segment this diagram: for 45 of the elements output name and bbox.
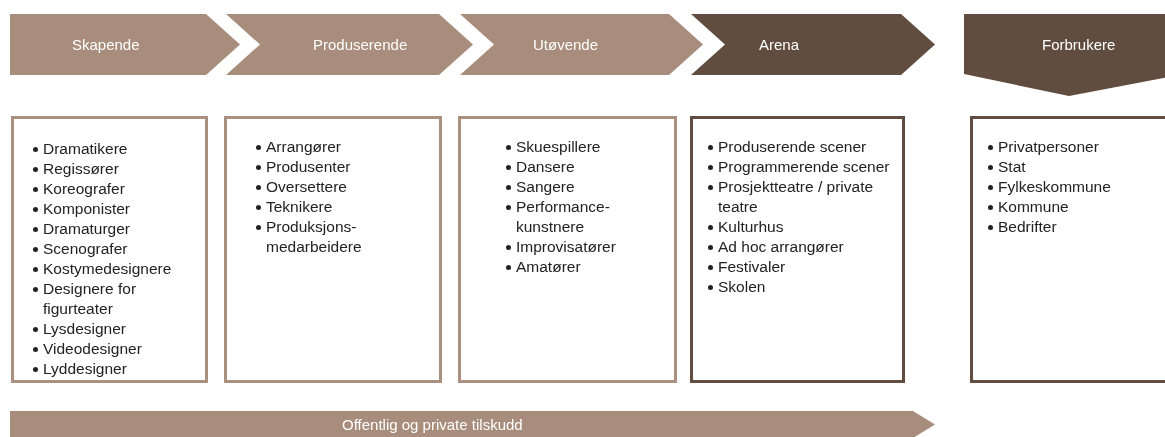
list-item: Koreografer — [43, 180, 125, 197]
list-item: Lyddesigner — [43, 360, 127, 377]
list-item: Festivaler — [718, 258, 786, 275]
list-item: Skuespillere — [516, 138, 601, 155]
list-item: Privatpersoner — [998, 138, 1099, 155]
list-item: Scenografer — [43, 240, 128, 257]
list-box — [11, 116, 208, 383]
list-item: Kulturhus — [718, 218, 784, 235]
list-item: Fylkeskommune — [998, 178, 1111, 195]
list-item: Ad hoc arrangører — [718, 238, 844, 255]
list-item: Komponister — [43, 200, 130, 217]
list-item: Videodesigner — [43, 340, 142, 357]
list-item: Dramatikere — [43, 140, 128, 157]
step-label: Offentlig og private tilskudd — [342, 416, 523, 433]
list-box — [690, 116, 905, 383]
list-item: Skolen — [718, 278, 766, 295]
list-item: Produserende scener — [718, 138, 867, 155]
list-item: Oversettere — [266, 178, 347, 195]
step-label: Skapende — [72, 35, 140, 53]
step-label: Produserende — [313, 35, 408, 53]
list-box — [970, 116, 1165, 383]
step-label: Utøvende — [533, 35, 599, 53]
list-item: Bedrifter — [998, 218, 1057, 235]
list-item: Performance- kunstnere — [516, 198, 610, 235]
list-item: Improvisatører — [516, 238, 616, 255]
list-item: Arrangører — [266, 138, 341, 155]
list-item: Lysdesigner — [43, 320, 126, 337]
step-label: Arena — [759, 35, 800, 53]
step-label: Forbrukere — [1042, 36, 1116, 53]
list-item: Teknikere — [266, 198, 333, 215]
list-box — [458, 116, 677, 383]
list-item: Designere for figurteater — [43, 280, 137, 317]
list-item: Stat — [998, 158, 1026, 175]
list-item: Programmerende scener — [718, 158, 890, 175]
list-item: Prosjektteatre / private teatre — [718, 178, 874, 215]
list-item: Kostymedesignere — [43, 260, 172, 277]
list-item: Dansere — [516, 158, 575, 175]
list-item: Regissører — [43, 160, 119, 177]
list-box — [224, 116, 442, 383]
list-item: Produksjons- medarbeidere — [266, 218, 362, 255]
list-item: Dramaturger — [43, 220, 130, 237]
list-item: Amatører — [516, 258, 581, 275]
list-item: Produsenter — [266, 158, 351, 175]
list-item: Kommune — [998, 198, 1069, 215]
list-item: Sangere — [516, 178, 575, 195]
